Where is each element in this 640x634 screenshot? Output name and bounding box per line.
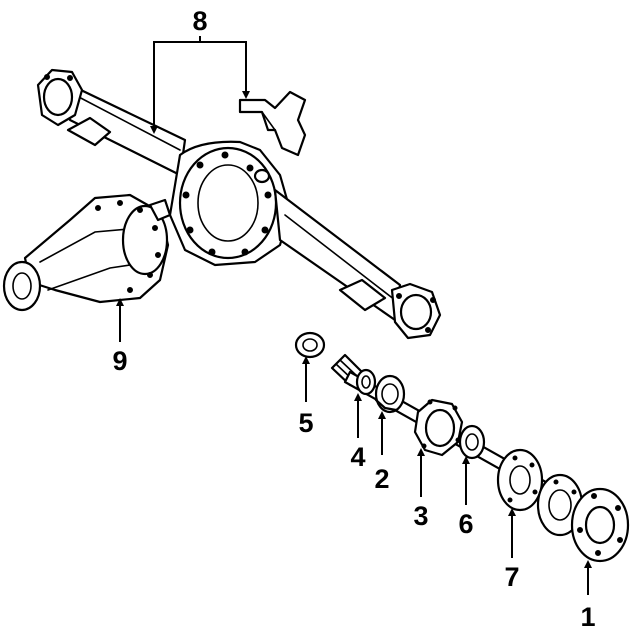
callout-3: 3 [413, 501, 428, 531]
oil-seal-5 [294, 331, 326, 359]
housing-bracket [238, 90, 307, 157]
differential-carrier [2, 193, 172, 312]
leader-lines [116, 36, 592, 595]
callout-4: 4 [350, 442, 365, 472]
callout-6: 6 [458, 509, 473, 539]
callout-labels: 8 9 5 4 2 3 6 7 1 [112, 6, 595, 632]
callout-8: 8 [192, 6, 207, 36]
inner-bearing-6 [458, 424, 486, 460]
callout-5: 5 [298, 408, 313, 438]
axle-flange-1 [570, 487, 630, 563]
callout-7: 7 [504, 562, 519, 592]
bearing-retainer-4 [355, 368, 377, 396]
backing-plate-7 [496, 448, 544, 512]
wheel-bearing-2 [374, 374, 406, 414]
callout-1: 1 [580, 602, 595, 632]
callout-2: 2 [374, 464, 389, 494]
hub-3 [413, 398, 464, 457]
callout-9: 9 [112, 346, 127, 376]
axle-housing [36, 68, 442, 340]
